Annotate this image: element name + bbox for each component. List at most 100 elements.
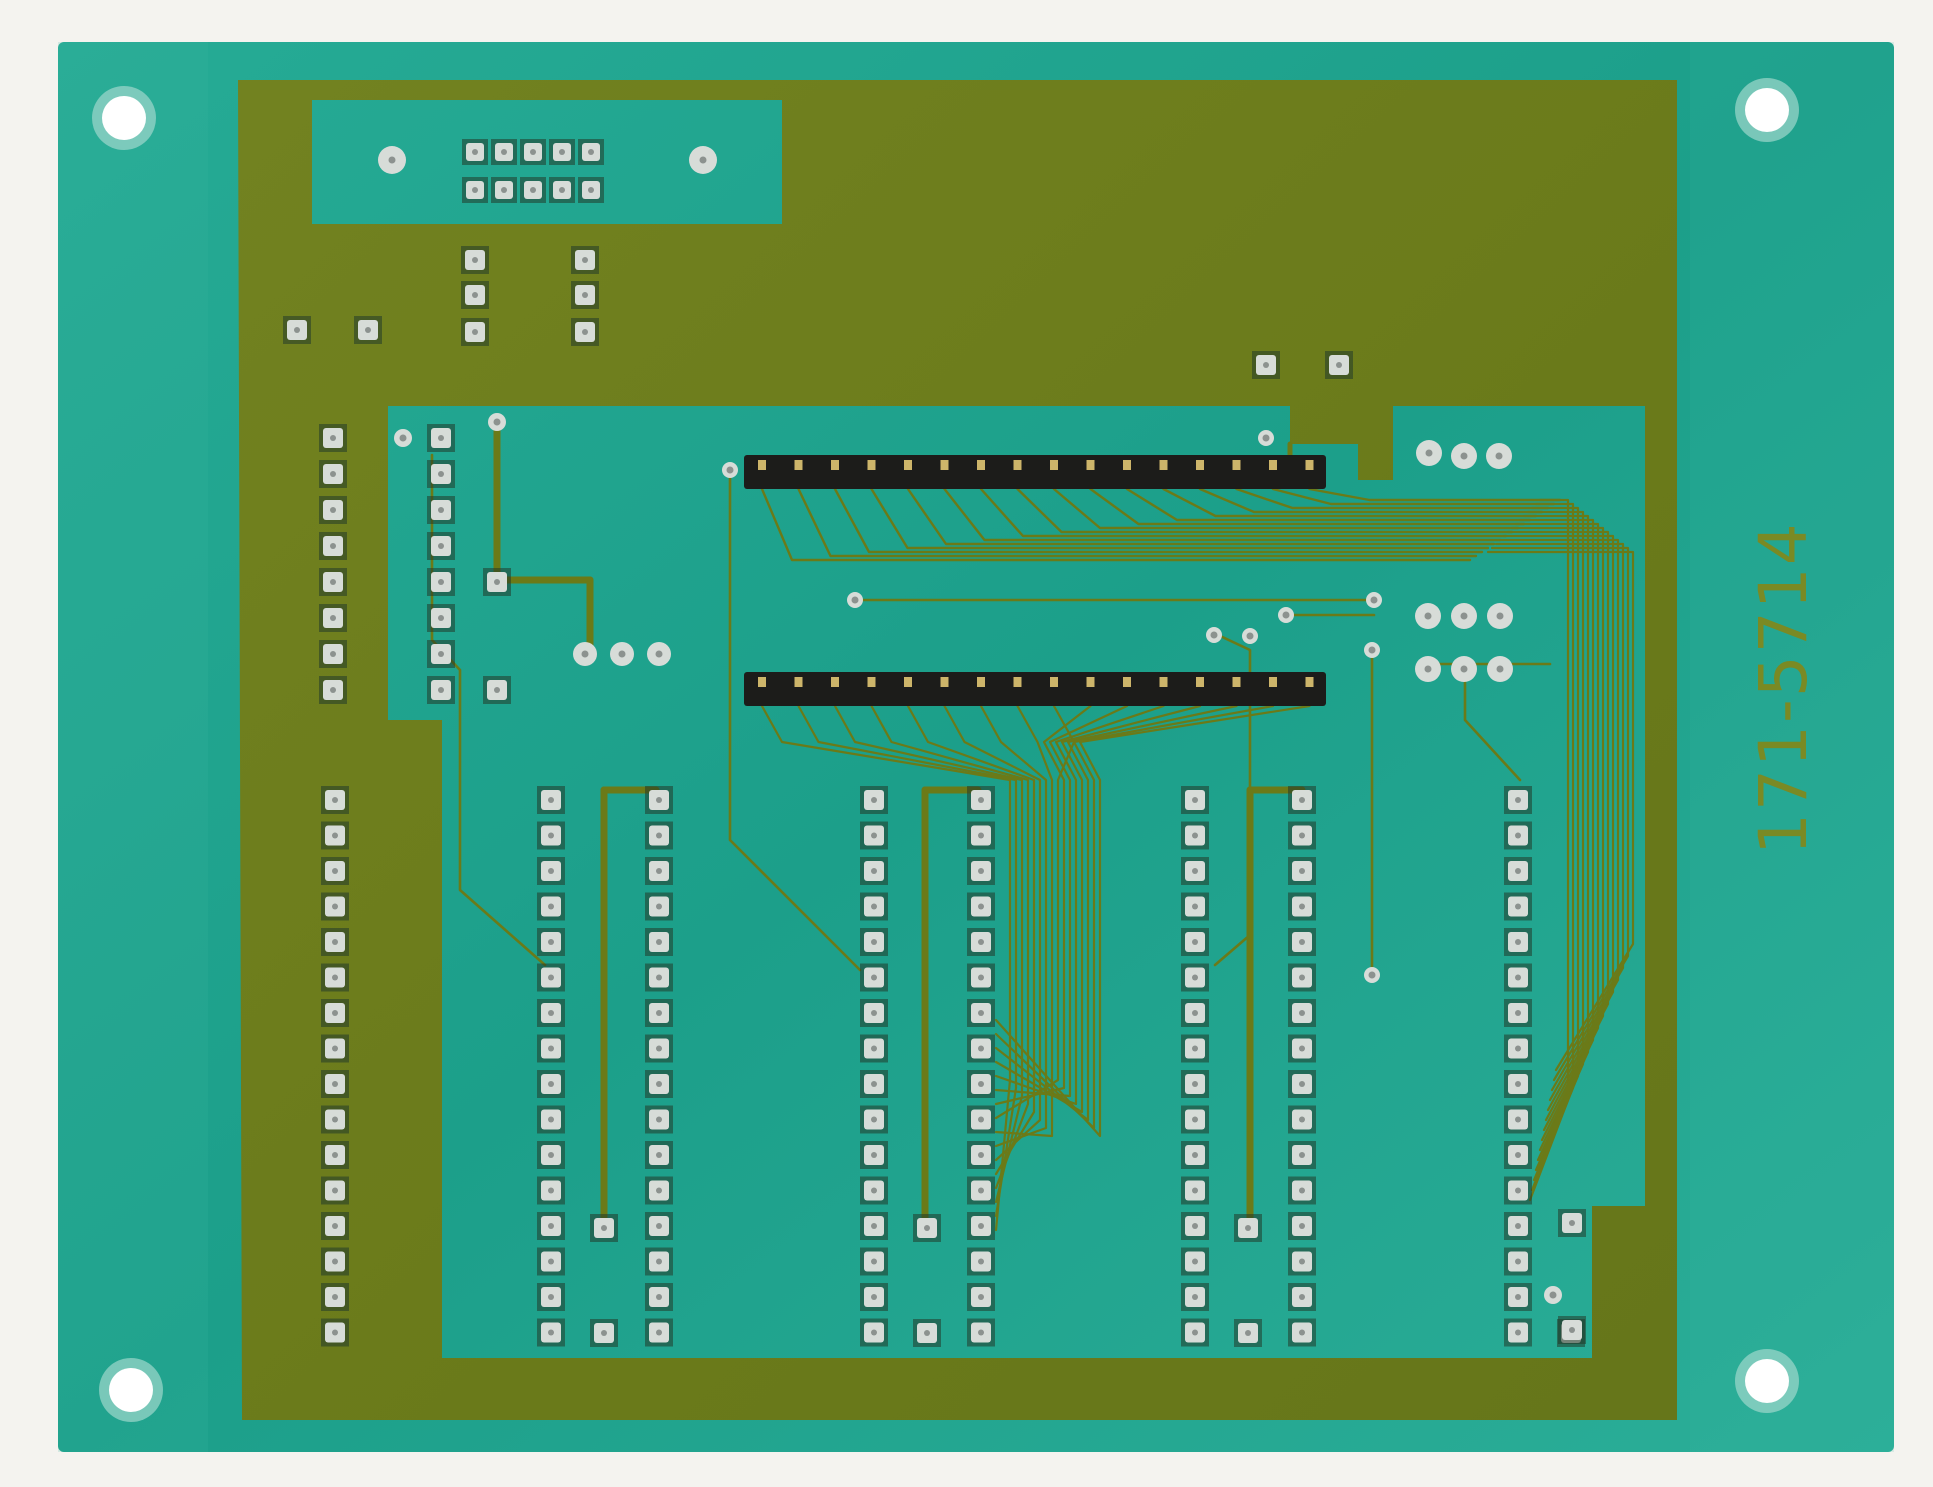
part-number-label: 171-5714 xyxy=(1745,521,1822,855)
upper-header-trace xyxy=(1198,487,1544,514)
dip-socket-1-pad-hole xyxy=(656,1010,662,1016)
dip-socket-1-pad-hole xyxy=(656,1045,662,1052)
dip-socket-4-pad-hole xyxy=(1515,1187,1521,1194)
pad-hole xyxy=(1496,612,1504,620)
header-pin xyxy=(1050,460,1058,470)
upper-header-trace xyxy=(1125,487,1532,522)
dip-socket-1-pad-hole xyxy=(548,1187,554,1194)
mounting-hole xyxy=(1745,88,1789,132)
edge-pad-hole xyxy=(332,1081,338,1087)
upper-header-trace xyxy=(797,487,1478,558)
header-pin xyxy=(794,460,803,470)
edge-pad-hole xyxy=(330,507,336,513)
edge-pad-hole xyxy=(332,1045,338,1052)
dip-socket-3-pad-hole xyxy=(1299,1152,1305,1158)
dip-socket-3-pad-hole xyxy=(1192,939,1198,945)
dip-socket-3-pad-hole xyxy=(1299,832,1305,839)
edge-pad-hole xyxy=(332,1223,338,1229)
copper-ground-pour xyxy=(238,80,1677,1420)
via-hole xyxy=(1370,596,1378,604)
dip-socket-1-pad-hole xyxy=(548,1223,554,1229)
pad-hole xyxy=(365,327,371,333)
edge-pad-hole xyxy=(332,797,338,803)
connector-pin-hole xyxy=(588,187,594,193)
dip-socket-4-pad-hole xyxy=(1515,832,1521,839)
mounting-hole xyxy=(102,96,146,140)
pad-hole xyxy=(1496,665,1504,673)
dip-socket-4-pad-hole xyxy=(1515,797,1521,803)
pad-hole xyxy=(1460,612,1468,620)
dip-socket-1-pad-hole xyxy=(548,1329,554,1336)
right-bus-trace xyxy=(1502,534,1615,1112)
dip-socket-3-pad-hole xyxy=(1299,1010,1305,1016)
upper-header-trace xyxy=(1052,487,1520,530)
edge-pad-hole xyxy=(330,543,336,549)
dip-socket-2-pad-hole xyxy=(978,1152,984,1158)
dip-socket-1-pad-hole xyxy=(548,797,554,803)
dip-socket-2-pad-hole xyxy=(978,1294,984,1300)
dip-socket-2-pad-hole xyxy=(871,797,877,803)
connector-pin-hole xyxy=(559,187,565,193)
dip-socket-2-pad-hole xyxy=(978,1187,984,1194)
lower-header-trace xyxy=(797,704,1018,1218)
via-hole xyxy=(1210,631,1218,639)
pad-hole xyxy=(1460,665,1468,673)
mounting-hole xyxy=(1745,1359,1789,1403)
dip-socket-1-pad-hole xyxy=(656,1329,662,1336)
header-pin xyxy=(1305,460,1314,470)
copper-traces xyxy=(430,421,1635,1232)
pad-hole xyxy=(582,329,588,335)
dip-socket-2-pad-hole xyxy=(871,1045,877,1052)
edge-pad-hole xyxy=(332,832,338,839)
pad-hole xyxy=(1425,449,1433,457)
dip-socket-2-pad-hole xyxy=(978,1223,984,1229)
header-pin xyxy=(1159,460,1168,470)
header-pin xyxy=(940,677,949,687)
edge-pad-hole xyxy=(330,579,336,585)
dip-socket-1-pad-hole xyxy=(548,1294,554,1300)
header-pin xyxy=(867,460,876,470)
right-bus-trace xyxy=(1518,518,1595,1152)
pad-hole xyxy=(582,257,588,263)
dip-socket-2-pad-hole xyxy=(978,974,984,981)
upper-header-trace xyxy=(979,487,1508,538)
dip-socket-2-pad-hole xyxy=(871,832,877,839)
lower-header-trace xyxy=(994,704,1238,1122)
dip-socket-3-pad-hole xyxy=(1245,1225,1251,1231)
pad-hole xyxy=(582,292,588,298)
dip-socket-3-pad-hole xyxy=(1299,1294,1305,1300)
pad-hole xyxy=(581,650,589,658)
header-pin xyxy=(1086,677,1095,687)
dip-socket-1-pad-hole xyxy=(548,1152,554,1158)
lower-pin-header xyxy=(744,672,1326,706)
misc-trace xyxy=(1213,633,1252,967)
header-pin xyxy=(1086,460,1095,470)
pad-hole xyxy=(438,687,444,693)
dip-socket-3-pad-hole xyxy=(1192,1258,1198,1265)
pad-hole xyxy=(1495,452,1503,460)
dip-socket-2-pad-hole xyxy=(871,1223,877,1229)
header-pin xyxy=(1269,460,1277,470)
header-pin xyxy=(977,677,985,687)
dip-socket-1-pad-hole xyxy=(548,974,554,981)
dip-socket-1-pad-hole xyxy=(656,1116,662,1123)
lower-header-trace xyxy=(994,704,1165,1106)
dip-socket-3-pad-hole xyxy=(1299,1081,1305,1087)
right-bus-trace xyxy=(1506,530,1610,1122)
right-bus-trace xyxy=(1530,506,1580,1182)
edge-pad-hole xyxy=(332,1010,338,1016)
dip-socket-4-pad-hole xyxy=(1515,1223,1521,1229)
dip-socket-1-pad-hole xyxy=(601,1225,607,1231)
right-bus-trace xyxy=(1494,542,1625,1092)
via-hole xyxy=(1368,971,1376,979)
dip-socket-2-pad-hole xyxy=(978,1010,984,1016)
via-hole xyxy=(1246,632,1254,640)
header-pin xyxy=(1305,677,1314,687)
dip-socket-3-pad-hole xyxy=(1192,868,1198,874)
misc-trace xyxy=(1463,678,1522,782)
pad-hole xyxy=(472,257,478,263)
dip-socket-2-pad-hole xyxy=(978,1329,984,1336)
dip-socket-2-pad-hole xyxy=(871,974,877,981)
dip-socket-1-pad-hole xyxy=(548,1081,554,1087)
dip-socket-3-pad-hole xyxy=(1192,1223,1198,1229)
